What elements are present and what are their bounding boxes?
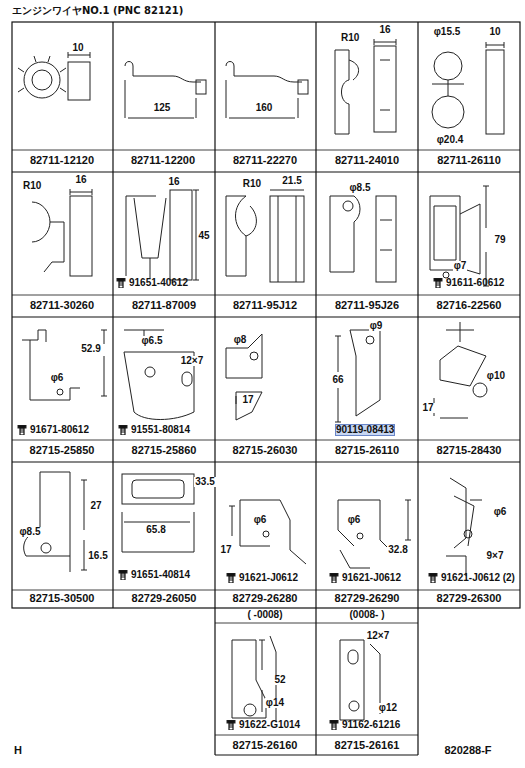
bolt-part-number: 91621-J0612 [239,573,298,583]
dimension: R10 [340,33,360,43]
bolt-part-number: 90119-08413 [336,425,394,435]
part-number: 82715-26110 [335,445,399,456]
part-number: 82715-25860 [132,445,197,456]
dimension: 66 [331,375,344,385]
page-title: エンジンワイヤNO.1 (PNC 82121) [12,4,183,18]
bolt-part-number: 91651-40814 [131,570,190,580]
dimension: φ8 [233,335,248,345]
dimension: 17 [421,403,434,413]
dimension: 16 [378,25,391,35]
part-number: 82729-26300 [437,593,502,604]
part-number: 82711-95J26 [335,300,399,311]
dimension: φ6 [253,515,268,525]
dimension: φ7 [453,261,468,271]
dimension: 16 [74,175,87,185]
dimension: 79 [493,235,506,245]
dimension: φ8.5 [348,183,371,193]
part-number: 82729-26050 [132,593,197,604]
dimension: φ6 [493,507,508,517]
dimension: 32.8 [387,545,408,555]
dimension: φ9 [369,321,384,331]
bolt-part-number: 91622-G1014 [239,720,300,730]
bolt-part-number: 91671-80612 [30,425,89,435]
part-number: 82729-26280 [233,593,298,604]
part-number: 82715-25850 [30,445,95,456]
part-number: 82711-22270 [233,155,297,166]
dimension: 12×7 [366,631,391,641]
part-number: 82711-87009 [132,300,196,311]
bolt-part-number: 91621-J0612 [342,573,401,583]
dimension: 52.9 [80,344,101,354]
bolt-part-number: 91551-80814 [131,425,190,435]
dimension: φ6 [347,515,362,525]
dimension: φ15.5 [433,27,462,37]
dimension: φ6.5 [140,336,163,346]
dimension: 21.5 [281,176,302,186]
dimension: 125 [153,103,172,113]
dimension: 17 [241,395,254,405]
bolt-part-number: 91611-60612 [446,278,504,288]
part-number: 82715-26030 [233,445,298,456]
dimension: 45 [197,231,210,241]
dimension: 65.8 [145,525,166,535]
bolt-part-number: 91162-61216 [342,720,400,730]
part-number: 82711-12200 [131,155,195,166]
dimension: φ20.4 [436,135,465,145]
bolt-part-number: 91621-J0612 (2) [441,573,515,583]
serial-range: (0008- ) [349,610,384,620]
part-number: 82715-26160 [233,740,298,751]
dimension: φ10 [486,371,506,381]
part-number: 82716-22560 [437,300,502,311]
dimension: 33.5 [194,477,215,487]
part-number: 82715-30500 [30,593,95,604]
dimension: 12×7 [180,356,205,366]
part-number: 82711-30260 [30,300,94,311]
part-number: 82711-95J12 [233,300,297,311]
dimension: 27 [89,501,102,511]
dimension: φ6 [50,373,65,383]
page-note: 820288-F [444,745,491,756]
dimension: R10 [22,181,42,191]
part-number: 82711-24010 [335,155,399,166]
dimension: 160 [255,103,274,113]
part-number: 82711-26110 [437,155,501,166]
dimension: 10 [71,43,84,53]
dimension: 9×7 [486,551,505,561]
part-number: 82729-26290 [335,593,400,604]
dimension: φ8.5 [18,527,41,537]
dimension: φ14 [265,698,285,708]
dimension: 10 [488,27,501,37]
bolt-part-number: 91651-40612 [129,278,188,288]
serial-range: ( -0008) [247,610,282,620]
dimension: R10 [242,179,262,189]
dimension: 17 [219,545,232,555]
dimension: 52 [273,675,286,685]
part-number: 82715-28430 [437,445,502,456]
dimension: 16.5 [87,551,108,561]
page-note: H [14,745,22,756]
dimension: 16 [167,177,180,187]
dimension: φ12 [378,703,398,713]
part-number: 82715-26161 [335,740,400,751]
part-number: 82711-12120 [30,155,94,166]
